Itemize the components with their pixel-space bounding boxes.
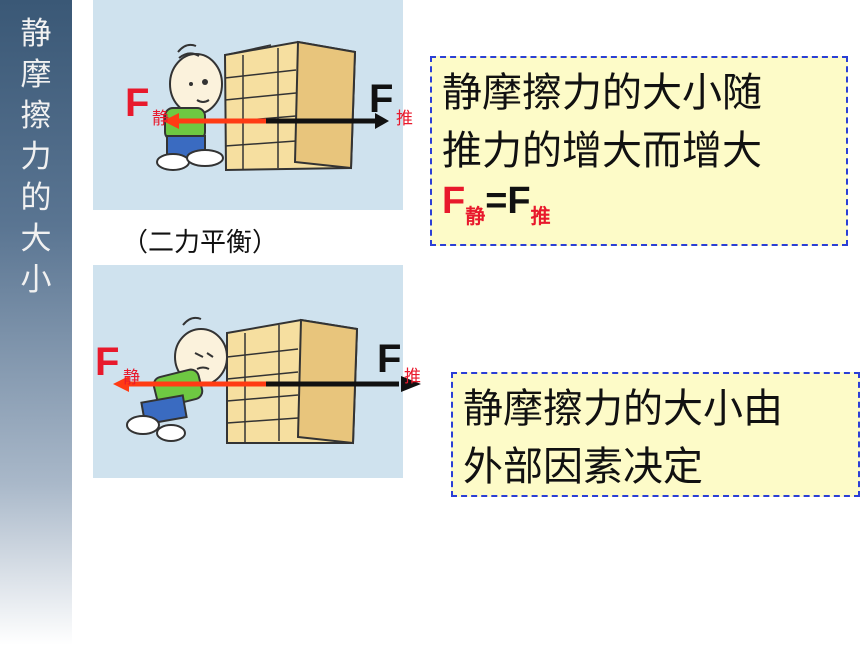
scene-top: F 静 F — [93, 0, 403, 210]
force-push-sub-top: 推 — [396, 109, 413, 129]
eq-equals: = — [485, 180, 508, 222]
boy-straining-illustration — [126, 316, 228, 442]
eq-f-push: F — [507, 180, 531, 222]
force-static-label-bottom: F — [95, 340, 119, 384]
force-static-sub-bottom: 静 — [123, 368, 140, 388]
force-push-label-bottom: F — [377, 337, 401, 381]
box1-line1: 静摩擦力的大小随 — [442, 70, 762, 116]
equation: F 静 = F 推 — [442, 180, 846, 228]
boy-pushing-illustration — [156, 43, 224, 171]
force-static-sub-top: 静 — [152, 109, 169, 129]
sidebar: 静摩擦力的大小 — [0, 0, 72, 645]
eq-f-static: F — [442, 180, 466, 222]
statement-box-1: 静摩擦力的大小随 推力的增大而增大 F 静 = F 推 — [430, 56, 848, 246]
box2-line2: 外部因素决定 — [463, 444, 703, 490]
box2-line1: 静摩擦力的大小由 — [463, 386, 783, 432]
box1-line2: 推力的增大而增大 — [442, 128, 762, 174]
eq-sub-static: 静 — [465, 204, 486, 228]
crate-illustration — [223, 40, 357, 172]
push-arrowhead-top — [375, 113, 389, 129]
push-arrowhead-bottom-ext — [401, 376, 421, 392]
force-push-label-top: F — [369, 77, 393, 121]
force-push-sub-bottom: 推 — [404, 367, 421, 387]
eq-sub-push: 推 — [530, 204, 551, 228]
sidebar-title: 静摩擦力的大小 — [20, 16, 52, 298]
force-static-label-top: F — [125, 81, 149, 125]
scene-bottom: F 静 F — [93, 265, 403, 478]
friction-arrowhead-top — [163, 113, 179, 129]
statement-box-2: 静摩擦力的大小由 外部因素决定 — [451, 372, 860, 497]
caption-balance: （二力平衡） — [122, 228, 279, 258]
friction-arrowhead-bottom — [113, 376, 129, 392]
